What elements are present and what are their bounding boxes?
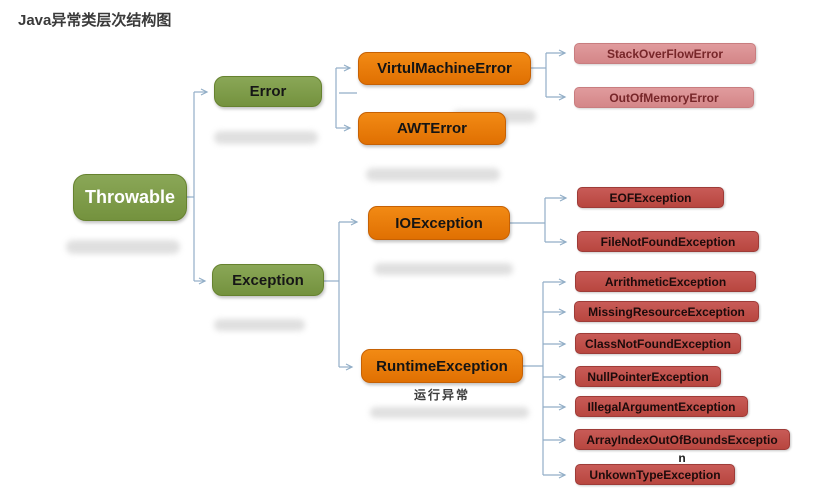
runtime-exception-caption: 运行异常 (413, 388, 470, 402)
blur-smudge (214, 131, 318, 144)
blur-smudge (366, 168, 500, 181)
array-index-overflow-letter: n (678, 451, 686, 465)
node-awt-error: AWTError (358, 112, 506, 145)
node-missing-resource-exception: MissingResourceException (574, 301, 759, 322)
node-illegal-argument-exception: IllegalArgumentException (575, 396, 748, 417)
node-stack-overflow-error: StackOverFlowError (574, 43, 756, 64)
blur-smudge (370, 407, 529, 418)
node-runtime-exception: RuntimeException (361, 349, 523, 383)
node-error: Error (214, 76, 322, 107)
node-exception: Exception (212, 264, 324, 296)
node-out-of-memory-error: OutOfMemoryError (574, 87, 754, 108)
node-file-not-found-exception: FileNotFoundException (577, 231, 759, 252)
node-eof-exception: EOFException (577, 187, 724, 208)
node-null-pointer-exception: NullPointerException (575, 366, 721, 387)
node-class-not-found-exception: ClassNotFoundException (575, 333, 741, 354)
blur-smudge (214, 319, 305, 331)
node-arrithmetic-exception: ArrithmeticException (575, 271, 756, 292)
blur-smudge (374, 263, 513, 275)
node-io-exception: IOException (368, 206, 510, 240)
blur-smudge (66, 240, 180, 254)
page-title: Java异常类层次结构图 (18, 12, 172, 29)
node-throwable: Throwable (73, 174, 187, 221)
node-virtul-machine-error: VirtulMachineError (358, 52, 531, 85)
node-unkown-type-exception: UnkownTypeException (575, 464, 735, 485)
node-array-index-out-of-bounds-exception: ArrayIndexOutOfBoundsExceptio (574, 429, 790, 450)
